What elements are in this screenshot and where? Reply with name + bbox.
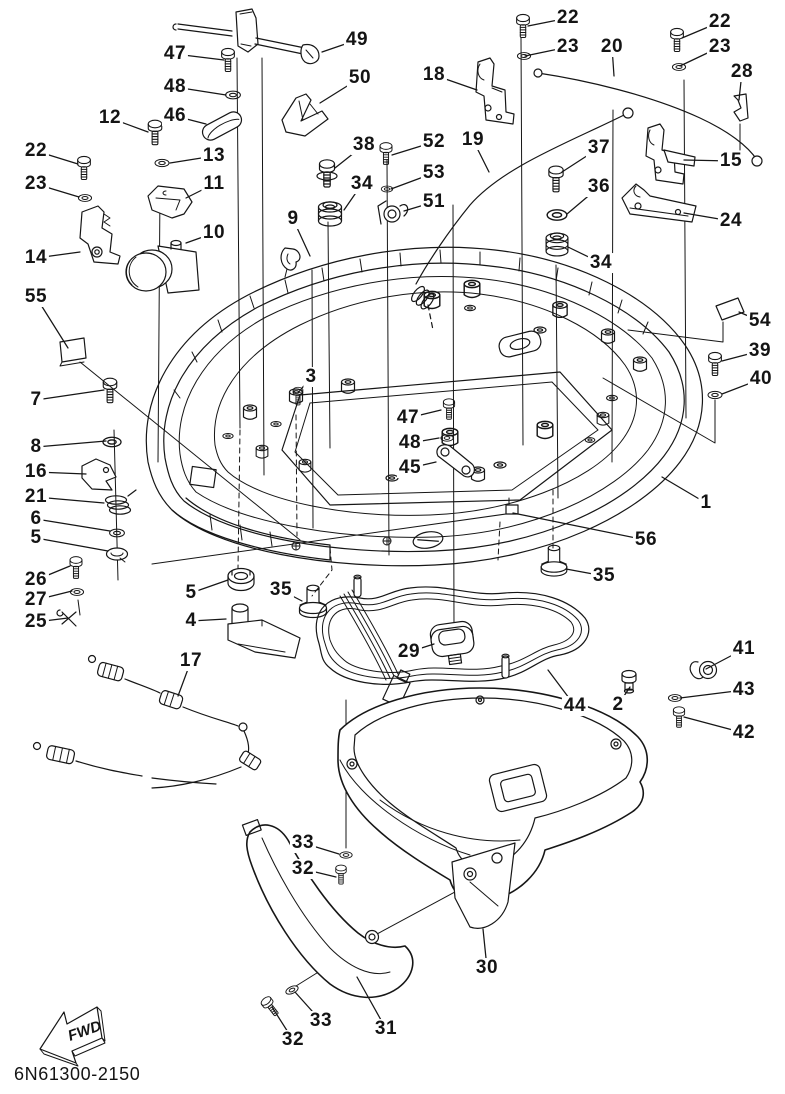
rubber-plug-2 — [621, 669, 637, 694]
callout-7: 7 — [28, 389, 44, 411]
callout-14: 14 — [22, 247, 50, 269]
callout-51: 51 — [420, 191, 448, 213]
callout-10: 10 — [200, 222, 228, 244]
link-45 — [436, 444, 476, 478]
callout-49: 49 — [343, 29, 371, 51]
callout-52: 52 — [420, 131, 448, 153]
callout-35: 35 — [267, 579, 295, 601]
callout-43: 43 — [730, 679, 758, 701]
callout-36: 36 — [585, 176, 613, 198]
callout-9: 9 — [285, 208, 301, 230]
cotter-pin-25 — [56, 609, 77, 627]
callout-45: 45 — [396, 457, 424, 479]
spring-21 — [104, 489, 137, 515]
callout-26: 26 — [22, 569, 50, 591]
leader-line-6 — [35, 518, 111, 532]
top-fasteners-and-brackets — [59, 8, 749, 400]
callout-47: 47 — [394, 407, 422, 429]
callout-46: 46 — [161, 105, 189, 127]
callout-48: 48 — [396, 432, 424, 454]
callout-29: 29 — [395, 641, 423, 663]
callout-50: 50 — [346, 67, 374, 89]
cable-clamp-41 — [689, 660, 718, 680]
callout-56: 56 — [632, 529, 660, 551]
callout-34: 34 — [587, 252, 615, 274]
callout-6: 6 — [28, 508, 44, 530]
callout-19: 19 — [459, 129, 487, 151]
bottom-cowling-pan — [145, 246, 703, 567]
callout-53: 53 — [420, 162, 448, 184]
fuel-cock-4 — [227, 603, 301, 659]
grommet-29 — [429, 620, 475, 666]
callout-28: 28 — [728, 61, 756, 83]
bottom-covers — [241, 687, 649, 1019]
callout-13: 13 — [200, 145, 228, 167]
callout-44: 44 — [561, 695, 589, 717]
callout-27: 27 — [22, 589, 50, 611]
callout-17: 17 — [177, 650, 205, 672]
fwd-arrow: FWD — [39, 1006, 106, 1067]
callout-3: 3 — [303, 366, 319, 388]
callout-23: 23 — [706, 36, 734, 58]
gasket-and-lower-fittings — [315, 574, 718, 729]
left-fastener-stack — [56, 377, 137, 627]
seal-5 — [105, 547, 129, 563]
callout-32: 32 — [289, 858, 317, 880]
callout-37: 37 — [585, 137, 613, 159]
assembly-axis-lines — [77, 37, 741, 987]
callout-4: 4 — [183, 610, 199, 632]
callout-40: 40 — [747, 368, 775, 390]
leader-line-7 — [35, 389, 105, 401]
callout-32: 32 — [279, 1029, 307, 1051]
callout-22: 22 — [554, 7, 582, 29]
callout-38: 38 — [350, 134, 378, 156]
callout-39: 39 — [746, 340, 774, 362]
callout-15: 15 — [717, 150, 745, 172]
callout-12: 12 — [96, 107, 124, 129]
callout-21: 21 — [22, 486, 50, 508]
callout-24: 24 — [717, 210, 745, 232]
callout-1: 1 — [698, 492, 714, 514]
apron-gasket-44 — [315, 574, 590, 685]
callout-42: 42 — [730, 722, 758, 744]
leader-line-8 — [35, 440, 107, 448]
mid-pan-parts — [227, 386, 568, 659]
callout-23: 23 — [554, 36, 582, 58]
cable-clamp-51 — [377, 200, 409, 225]
callout-23: 23 — [22, 173, 50, 195]
callout-34: 34 — [348, 173, 376, 195]
callout-33: 33 — [289, 832, 317, 854]
callout-18: 18 — [420, 64, 448, 86]
callout-33: 33 — [307, 1010, 335, 1032]
callout-55: 55 — [22, 286, 50, 308]
callout-54: 54 — [746, 310, 774, 332]
callout-48: 48 — [161, 76, 189, 98]
callout-5: 5 — [183, 582, 199, 604]
callout-22: 22 — [22, 140, 50, 162]
callout-5: 5 — [28, 527, 44, 549]
leader-line-56 — [512, 512, 647, 541]
callout-11: 11 — [201, 173, 227, 195]
callout-22: 22 — [706, 11, 734, 33]
throttle-cables — [411, 68, 763, 331]
callout-25: 25 — [22, 611, 50, 633]
callout-31: 31 — [372, 1018, 400, 1040]
callout-41: 41 — [730, 638, 758, 660]
callout-20: 20 — [598, 36, 626, 58]
callout-16: 16 — [22, 461, 50, 483]
callout-2: 2 — [610, 694, 626, 716]
callout-35: 35 — [590, 565, 618, 587]
callout-47: 47 — [161, 43, 189, 65]
nut-5 — [227, 567, 255, 592]
callout-8: 8 — [28, 436, 44, 458]
cable-assembly-17 — [32, 654, 262, 789]
clip-56 — [505, 504, 519, 515]
part-code: 6N61300-2150 — [14, 1064, 141, 1084]
callout-30: 30 — [473, 957, 501, 979]
leader-line-5 — [35, 537, 109, 552]
